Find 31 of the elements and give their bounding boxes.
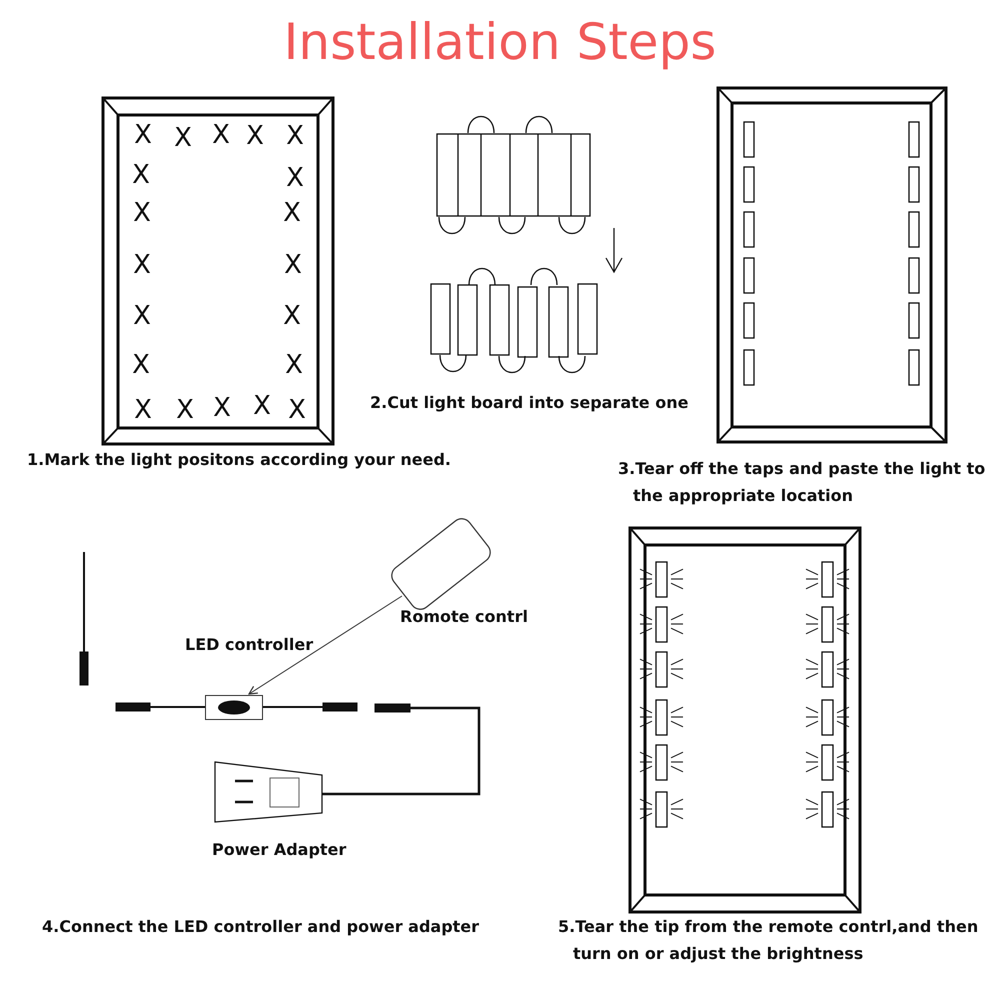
step-caption: 2.Cut light board into separate one bbox=[370, 392, 688, 414]
step-caption: 1.Mark the light positons according your need. bbox=[27, 449, 451, 471]
leader-line bbox=[248, 596, 402, 695]
step-caption: 4.Connect the LED controller and power adapter bbox=[42, 916, 480, 938]
mark-x: X bbox=[283, 200, 301, 226]
mark-x: X bbox=[212, 122, 230, 148]
device-label: Power Adapter bbox=[212, 839, 346, 861]
mark-x: X bbox=[246, 123, 264, 149]
title: Installation Steps bbox=[282, 12, 718, 73]
mark-x: X bbox=[285, 352, 303, 378]
mark-x: X bbox=[213, 395, 231, 421]
mark-x: X bbox=[174, 125, 192, 151]
mark-x: X bbox=[133, 303, 151, 329]
mark-x: X bbox=[253, 393, 271, 419]
mark-x: X bbox=[288, 397, 306, 423]
step-caption: 5.Tear the tip from the remote contrl,and then turn on or adjust the brightness bbox=[558, 916, 980, 965]
mark-x: X bbox=[134, 122, 152, 148]
controller-icon bbox=[205, 695, 263, 720]
mark-x: X bbox=[132, 162, 150, 188]
mark-x: X bbox=[133, 200, 151, 226]
mark-x: X bbox=[176, 397, 194, 423]
mark-x: X bbox=[286, 165, 304, 191]
device-label: Romote contrl bbox=[400, 606, 528, 628]
device-label: LED controller bbox=[185, 634, 314, 656]
mark-x: X bbox=[133, 252, 151, 278]
mark-x: X bbox=[286, 123, 304, 149]
mark-x: X bbox=[134, 397, 152, 423]
mark-x: X bbox=[284, 252, 302, 278]
step-caption: 3.Tear off the taps and paste the light to the appropriate location bbox=[618, 458, 986, 507]
mark-x: X bbox=[283, 303, 301, 329]
mark-x: X bbox=[132, 352, 150, 378]
